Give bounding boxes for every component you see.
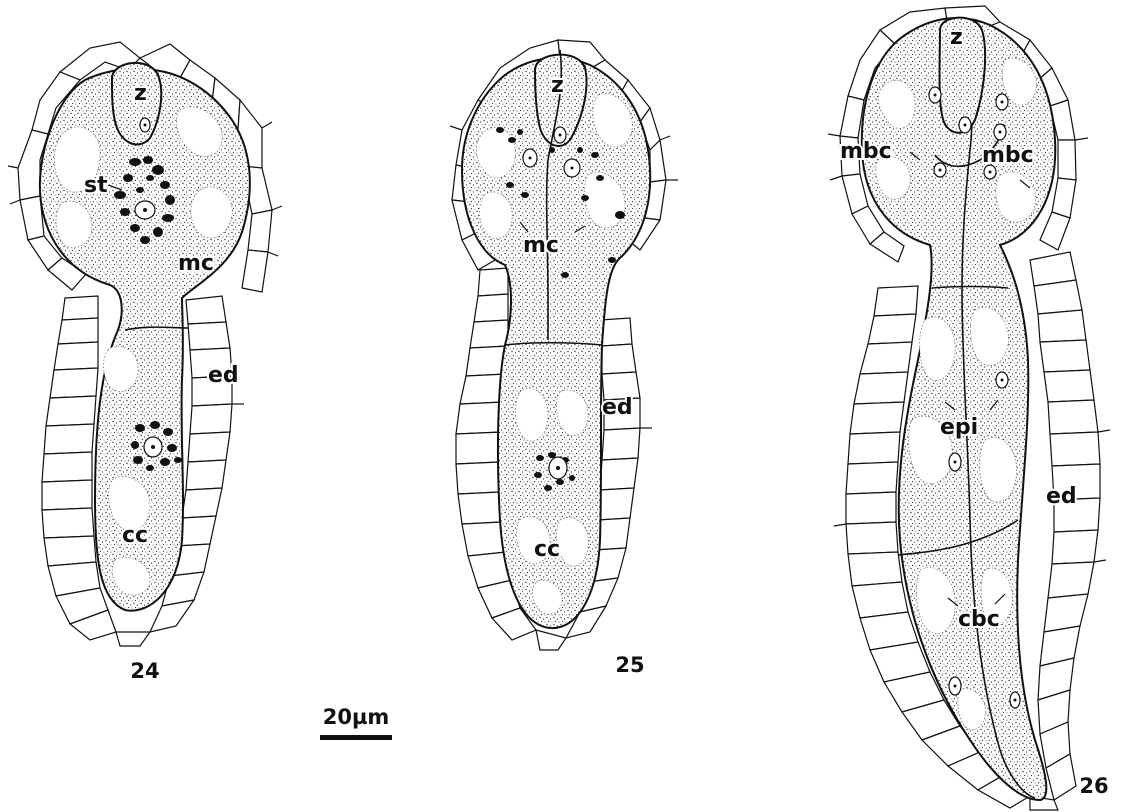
scale-bar: 20µm: [320, 705, 392, 740]
label-ed-24: ed: [208, 363, 239, 388]
label-mc-25: mc: [523, 233, 559, 258]
label-mc-24: mc: [178, 251, 214, 276]
label-ed-25: ed: [602, 395, 633, 420]
label-z-24: z: [134, 81, 147, 106]
figure-26: z mbc mbc epi ed cbc 26: [828, 6, 1110, 810]
label-epi-26: epi: [940, 415, 978, 440]
label-cc-24: cc: [122, 523, 148, 548]
figure-number-25: 25: [615, 653, 644, 677]
figure-number-26: 26: [1079, 774, 1108, 798]
label-cbc-26: cbc: [958, 607, 1000, 632]
label-z-25: z: [551, 73, 564, 98]
figure-24: z st mc ed cc 24: [8, 42, 282, 683]
label-z-26: z: [950, 25, 963, 50]
label-mbc-26-right: mbc: [982, 143, 1034, 168]
scale-bar-label: 20µm: [323, 705, 390, 729]
label-cc-25: cc: [534, 537, 560, 562]
figure-25: z mc ed cc 25: [450, 40, 678, 677]
label-mbc-26-left: mbc: [840, 139, 892, 164]
figure-number-24: 24: [130, 659, 159, 683]
scale-bar-line: [320, 735, 392, 740]
label-ed-26: ed: [1046, 484, 1077, 509]
label-st-24: st: [84, 173, 108, 198]
